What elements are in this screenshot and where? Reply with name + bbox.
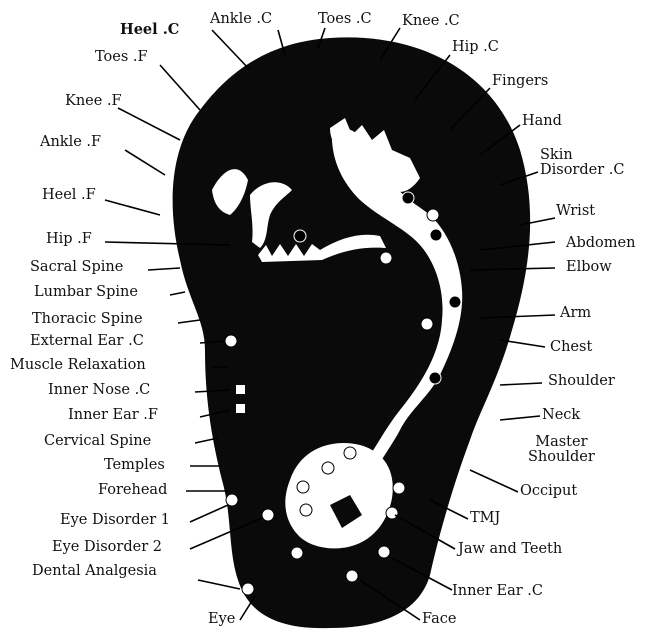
label-shoulder: Shoulder (548, 374, 615, 389)
label-temples: Temples (104, 458, 165, 473)
label-inner-nose-c: Inner Nose .C (48, 383, 150, 398)
label-thoracic-spine: Thoracic Spine (32, 312, 143, 327)
label-arm: Arm (560, 306, 591, 321)
label-master-shoulder: Master Shoulder (528, 435, 595, 465)
label-skin-disorder-c: Skin Disorder .C (540, 148, 624, 178)
label-heel-f: Heel .F (42, 188, 96, 203)
label-wrist: Wrist (556, 204, 595, 219)
label-occiput: Occiput (520, 484, 577, 499)
label-ankle-c: Ankle .C (210, 12, 272, 27)
label-toes-c: Toes .C (318, 12, 372, 27)
label-face: Face (422, 612, 456, 627)
label-tmj: TMJ (470, 511, 500, 526)
label-muscle-relaxation: Muscle Relaxation (10, 358, 146, 373)
label-elbow: Elbow (566, 260, 612, 275)
label-eye-disorder-2: Eye Disorder 2 (52, 540, 162, 555)
label-fingers: Fingers (492, 74, 548, 89)
label-sacral-spine: Sacral Spine (30, 260, 123, 275)
label-hip-c: Hip .C (452, 40, 499, 55)
label-heel-c: Heel .C (120, 22, 179, 37)
label-knee-c: Knee .C (402, 14, 460, 29)
label-jaw-and-teeth: Jaw and Teeth (458, 542, 562, 557)
label-eye: Eye (208, 612, 235, 627)
label-hip-f: Hip .F (46, 232, 92, 247)
label-cervical-spine: Cervical Spine (44, 434, 151, 449)
label-knee-f: Knee .F (65, 94, 122, 109)
label-forehead: Forehead (98, 483, 167, 498)
label-neck: Neck (542, 408, 580, 423)
label-inner-ear-f: Inner Ear .F (68, 408, 158, 423)
label-toes-f: Toes .F (95, 50, 148, 65)
label-external-ear-c: External Ear .C (30, 334, 144, 349)
label-ankle-f: Ankle .F (40, 135, 101, 150)
label-chest: Chest (550, 340, 592, 355)
label-dental-analgesia: Dental Analgesia (32, 564, 157, 579)
label-hand: Hand (522, 114, 562, 129)
label-eye-disorder-1: Eye Disorder 1 (60, 513, 170, 528)
label-abdomen: Abdomen (566, 236, 635, 251)
label-inner-ear-c: Inner Ear .C (452, 584, 543, 599)
label-lumbar-spine: Lumbar Spine (34, 285, 138, 300)
